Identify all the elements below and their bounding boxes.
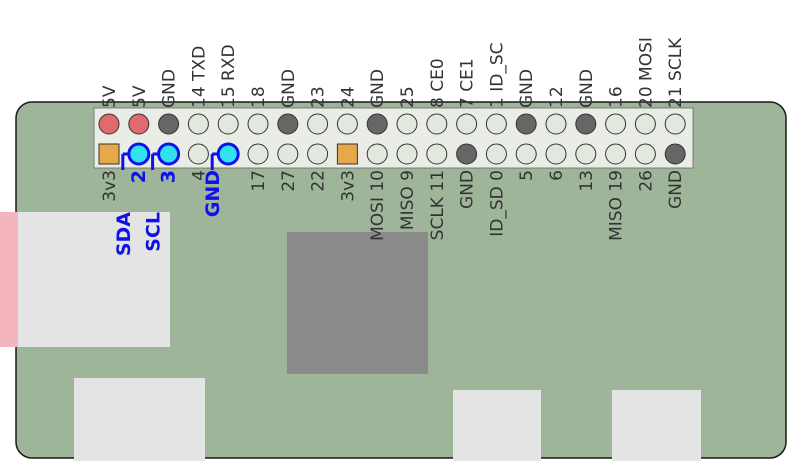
- bottom-pin-label: SCLK 11: [428, 170, 448, 240]
- top-pin-9: [336, 113, 358, 135]
- top-pin-6: [247, 113, 269, 135]
- top-pin-8: [307, 113, 329, 135]
- bottom-pin-label: 3v3: [338, 170, 358, 202]
- bottom-pin-label: 13: [577, 170, 597, 192]
- top-pin-13: [456, 113, 478, 135]
- bottom-pin-label: 22: [309, 170, 329, 192]
- bottom-connector-1: [74, 378, 205, 461]
- top-pin-2: [128, 113, 150, 135]
- top-pin-5: [217, 113, 239, 135]
- bottom-pin-8: [307, 143, 329, 165]
- top-pin-3: [158, 113, 180, 135]
- top-pin-label: 18: [249, 86, 269, 108]
- bottom-pin-label: 4: [189, 170, 209, 181]
- bottom-pin-label: 26: [636, 170, 656, 192]
- bottom-pin-label: GND: [666, 170, 686, 209]
- bottom-pin-12: [426, 143, 448, 165]
- bottom-pin-7: [277, 143, 299, 165]
- top-pin-label: GND: [368, 69, 388, 108]
- bottom-pin-label: 3: [158, 170, 180, 183]
- top-pin-label: 24: [338, 86, 358, 108]
- top-pin-label: 5V: [100, 85, 120, 108]
- scl-label: SCL: [143, 212, 165, 252]
- bottom-pin-label: 27: [279, 170, 299, 192]
- top-pin-label: 21 SCLK: [666, 37, 686, 108]
- bottom-pin-16: [545, 143, 567, 165]
- top-pin-label: GND: [160, 69, 180, 108]
- top-pin-label: GND: [517, 69, 537, 108]
- soc-chip: [287, 232, 428, 374]
- bottom-pin-10: [366, 143, 388, 165]
- wired-pin-labels: SDA SCL GND: [113, 170, 224, 256]
- top-pin-label: 14 TXD: [189, 46, 209, 108]
- bottom-pin-label: ID_SD 0: [487, 170, 507, 237]
- bottom-pin-13: [456, 143, 478, 165]
- top-pin-18: [605, 113, 627, 135]
- top-pin-17: [575, 113, 597, 135]
- i2c-wires: [121, 152, 219, 170]
- top-pin-19: [634, 113, 656, 135]
- side-connector: [18, 212, 170, 347]
- top-pin-1: [98, 113, 120, 135]
- top-pin-label: 20 MOSI: [636, 37, 656, 108]
- bottom-pin-11: [396, 143, 418, 165]
- bottom-pin-17: [575, 143, 597, 165]
- top-pin-labels: 5V 5V GND 14 TXD 15 RXD 18 GND 23 24 GND 25 8 CE0 7 …: [100, 37, 686, 108]
- bottom-pin-1: [98, 143, 120, 165]
- top-pin-label: 25: [398, 86, 418, 108]
- sda-label: SDA: [113, 212, 135, 256]
- bottom-pin-5: [216, 142, 240, 166]
- top-pin-16: [545, 113, 567, 135]
- bottom-pin-label: 5: [517, 170, 537, 181]
- gpio-header: [93, 107, 694, 169]
- top-pin-row: [98, 113, 686, 135]
- bottom-pin-row: [98, 142, 686, 166]
- bottom-connector-3: [612, 390, 701, 461]
- side-connector-edge: [0, 212, 20, 347]
- top-pin-label: GND: [577, 69, 597, 108]
- top-pin-label: 12: [547, 86, 567, 108]
- top-pin-12: [426, 113, 448, 135]
- top-pin-label: 23: [309, 86, 329, 108]
- top-pin-10: [366, 113, 388, 135]
- bottom-pin-15: [515, 143, 537, 165]
- bottom-pin-label: MISO 19: [607, 170, 627, 241]
- gnd-label: GND: [202, 170, 224, 217]
- top-pin-20: [664, 113, 686, 135]
- top-pin-label: 15 RXD: [219, 44, 239, 108]
- bottom-pin-label: GND: [458, 170, 478, 209]
- bottom-pin-label: 6: [547, 170, 567, 181]
- bottom-pin-4: [187, 143, 209, 165]
- bottom-pin-14: [485, 143, 507, 165]
- top-pin-label: 1 ID_SC: [487, 43, 507, 109]
- bottom-pin-2: [127, 142, 151, 166]
- top-pin-label: 5V: [130, 85, 150, 108]
- bottom-pin-19: [634, 143, 656, 165]
- top-pin-label: 8 CE0: [428, 58, 448, 108]
- top-pin-label: GND: [279, 69, 299, 108]
- bottom-pin-label: 2: [128, 170, 150, 183]
- top-pin-label: 16: [607, 86, 627, 108]
- bottom-pin-18: [605, 143, 627, 165]
- top-pin-4: [187, 113, 209, 135]
- bottom-pin-9: [336, 143, 358, 165]
- bottom-pin-label: MISO 9: [398, 170, 418, 230]
- top-pin-14: [485, 113, 507, 135]
- bottom-connector-2: [453, 390, 541, 461]
- bottom-pin-label: 17: [249, 170, 269, 192]
- bottom-pin-3: [157, 142, 181, 166]
- top-pin-label: 7 CE1: [458, 58, 478, 108]
- bottom-pin-label: 3v3: [100, 170, 120, 202]
- bottom-pin-6: [247, 143, 269, 165]
- top-pin-11: [396, 113, 418, 135]
- top-pin-7: [277, 113, 299, 135]
- bottom-pin-20: [664, 143, 686, 165]
- bottom-pin-label: MOSI 10: [368, 170, 388, 241]
- top-pin-15: [515, 113, 537, 135]
